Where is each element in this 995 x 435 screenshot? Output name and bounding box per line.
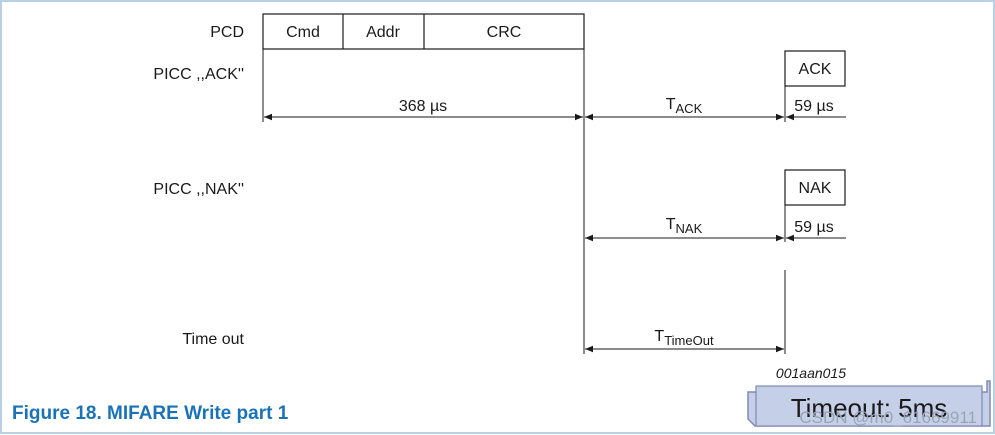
frame-duration-label: 368 µs: [399, 98, 447, 115]
t-ack-label: TACK: [666, 96, 703, 116]
t-timeout-label: TTimeOut: [654, 328, 714, 348]
note-text: Timeout: 5ms: [791, 393, 948, 423]
field-addr: Addr: [366, 24, 400, 41]
nak-duration-label: 59 µs: [794, 219, 833, 236]
watermark: CSDN @m0_61669911: [799, 408, 977, 427]
label-timeout: Time out: [182, 331, 244, 348]
timeout-note: Timeout: 5ms: [747, 380, 991, 427]
label-pcd: PCD: [210, 24, 244, 41]
figure-caption: Figure 18. MIFARE Write part 1: [12, 403, 289, 424]
field-crc: CRC: [487, 24, 522, 41]
nak-label: NAK: [799, 180, 832, 197]
nak-box: NAK: [784, 169, 846, 206]
field-cmd: Cmd: [286, 24, 320, 41]
t-nak-label: TNAK: [666, 216, 703, 236]
figure-code: 001aan015: [776, 365, 846, 381]
ack-box: ACK: [784, 50, 846, 87]
ack-label: ACK: [799, 61, 832, 78]
pcd-frame: Cmd Addr CRC: [262, 13, 585, 50]
label-picc-ack: PICC ,,ACK'': [153, 66, 244, 83]
label-picc-nak: PICC ,,NAK'': [153, 181, 244, 198]
ack-duration-label: 59 µs: [794, 98, 833, 115]
